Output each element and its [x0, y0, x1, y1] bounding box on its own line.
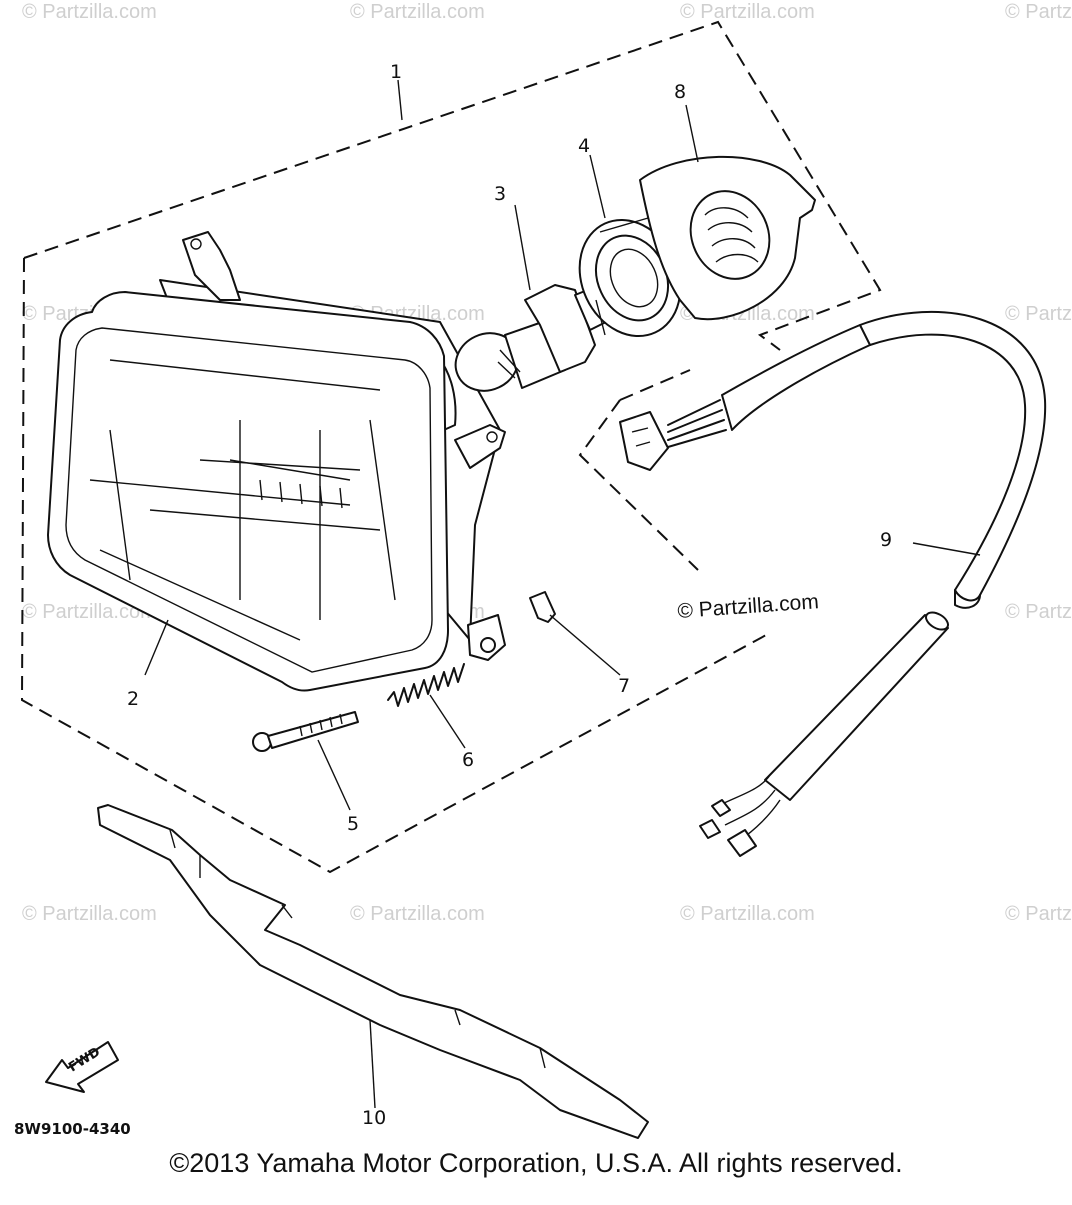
socket-cover[interactable] — [639, 155, 816, 321]
callout-9: 9 — [880, 529, 892, 551]
clip[interactable] — [529, 591, 556, 623]
assembly-boundary-lower — [20, 257, 769, 874]
bolt[interactable] — [252, 711, 359, 752]
copyright-notice: ©2013 Yamaha Motor Corporation, U.S.A. A… — [169, 1148, 903, 1178]
bulb-holder[interactable] — [561, 203, 699, 352]
watermark: © Partzilla.com — [680, 903, 815, 925]
watermark: © Partzilla.com — [22, 1, 157, 23]
watermark: © Partzilla.com — [22, 601, 157, 623]
watermark-prominent: © Partzilla.com — [677, 590, 820, 623]
callout-4: 4 — [578, 135, 590, 157]
callout-3: 3 — [494, 183, 506, 205]
spring[interactable] — [387, 663, 465, 707]
reference-code: 8W9100-4340 — [14, 1120, 131, 1138]
watermark: © Partzilla.com — [1005, 303, 1072, 325]
harness-boundary-top — [619, 369, 691, 401]
harness-boundary — [578, 399, 699, 571]
assembly-boundary — [23, 20, 882, 351]
callout-10: 10 — [362, 1107, 386, 1129]
watermark: © Partzilla.com — [350, 903, 485, 925]
callout-1: 1 — [390, 61, 402, 83]
bracket[interactable] — [97, 804, 649, 1139]
callout-5: 5 — [347, 813, 359, 835]
watermark: © Partzilla.com — [350, 1, 485, 23]
fwd-arrow: FWD — [45, 1041, 119, 1093]
leader-lines — [144, 79, 981, 1109]
callout-7: 7 — [618, 675, 630, 697]
watermark: © Partzilla.com — [680, 1, 815, 23]
callout-6: 6 — [462, 749, 474, 771]
headlight-unit[interactable] — [47, 231, 506, 692]
watermark: © Partzilla.com — [1005, 903, 1072, 925]
callouts: 1 2 3 4 5 6 7 8 9 10 — [127, 61, 892, 1129]
wire-harness[interactable] — [619, 310, 1047, 857]
watermark: © Partzilla.com — [1005, 601, 1072, 623]
callout-8: 8 — [674, 81, 686, 103]
watermark: © Partzilla.com — [1005, 1, 1072, 23]
watermark: © Partzilla.com — [22, 903, 157, 925]
callout-2: 2 — [127, 688, 139, 710]
